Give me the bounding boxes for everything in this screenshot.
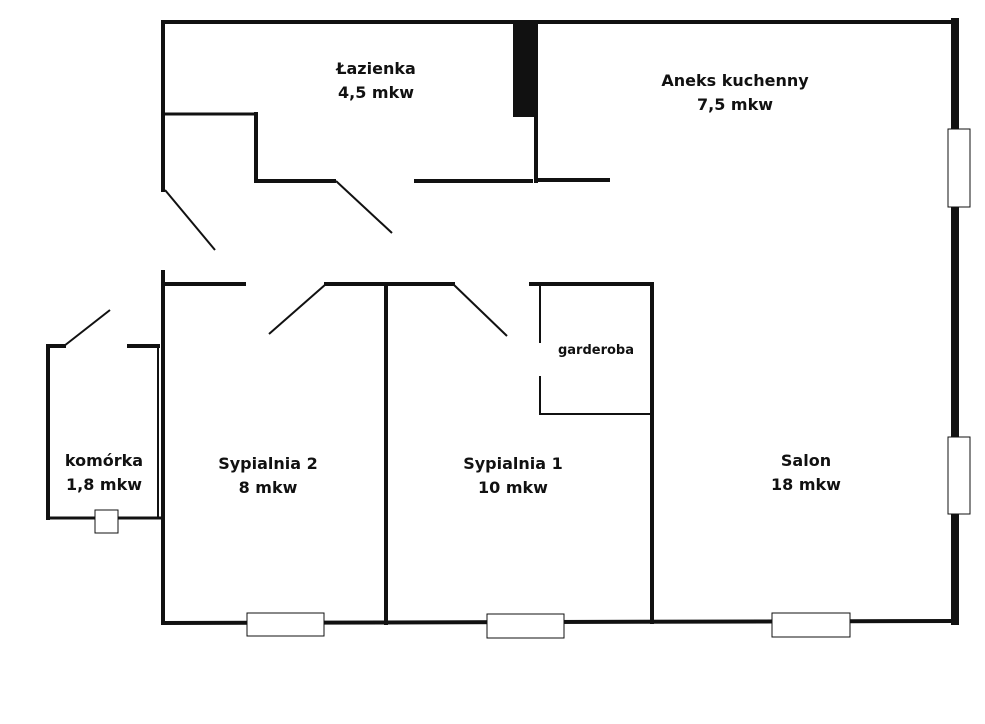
walls: [46, 18, 959, 626]
room-label-sypialnia-1: Sypialnia 1 10 mkw: [463, 452, 563, 500]
door-hall: [164, 189, 216, 251]
room-label-salon: Salon 18 mkw: [771, 449, 841, 497]
room-area: 18 mkw: [771, 475, 841, 494]
doors: [63, 180, 508, 347]
window-salon-bottom: [771, 612, 851, 638]
room-name: garderoba: [557, 343, 635, 358]
room-area: 4,5 mkw: [337, 83, 415, 102]
room-name: Salon: [780, 451, 832, 470]
room-name: Sypialnia 2: [218, 454, 318, 473]
room-label-lazienka: Łazienka 4,5 mkw: [336, 57, 416, 105]
room-name: komórka: [64, 451, 144, 470]
room-label-garderoba: garderoba: [558, 342, 634, 360]
room-label-aneks-kuchenny: Aneks kuchenny 7,5 mkw: [661, 69, 808, 117]
window-bedroom-2: [246, 612, 325, 637]
room-area: 7,5 mkw: [696, 95, 774, 114]
door-bedroom-1: [452, 283, 508, 337]
room-name: Sypialnia 1: [463, 454, 563, 473]
room-area: 8 mkw: [238, 478, 298, 497]
room-area: 10 mkw: [478, 478, 548, 497]
door-storage: [63, 309, 111, 347]
room-name: Aneks kuchenny: [661, 71, 809, 90]
room-label-sypialnia-2: Sypialnia 2 8 mkw: [218, 452, 318, 500]
window-kitchen: [947, 128, 971, 208]
door-bedroom-2: [268, 283, 327, 335]
door-bathroom: [335, 180, 393, 234]
ventilation-shaft: [513, 24, 537, 117]
window-bedroom-1: [486, 613, 565, 639]
windows: [94, 128, 971, 639]
window-salon-side: [947, 436, 971, 515]
room-name: Łazienka: [336, 59, 416, 78]
window-storage: [94, 509, 119, 534]
room-label-komorka: komórka 1,8 mkw: [65, 449, 143, 497]
room-area: 1,8 mkw: [65, 475, 143, 494]
